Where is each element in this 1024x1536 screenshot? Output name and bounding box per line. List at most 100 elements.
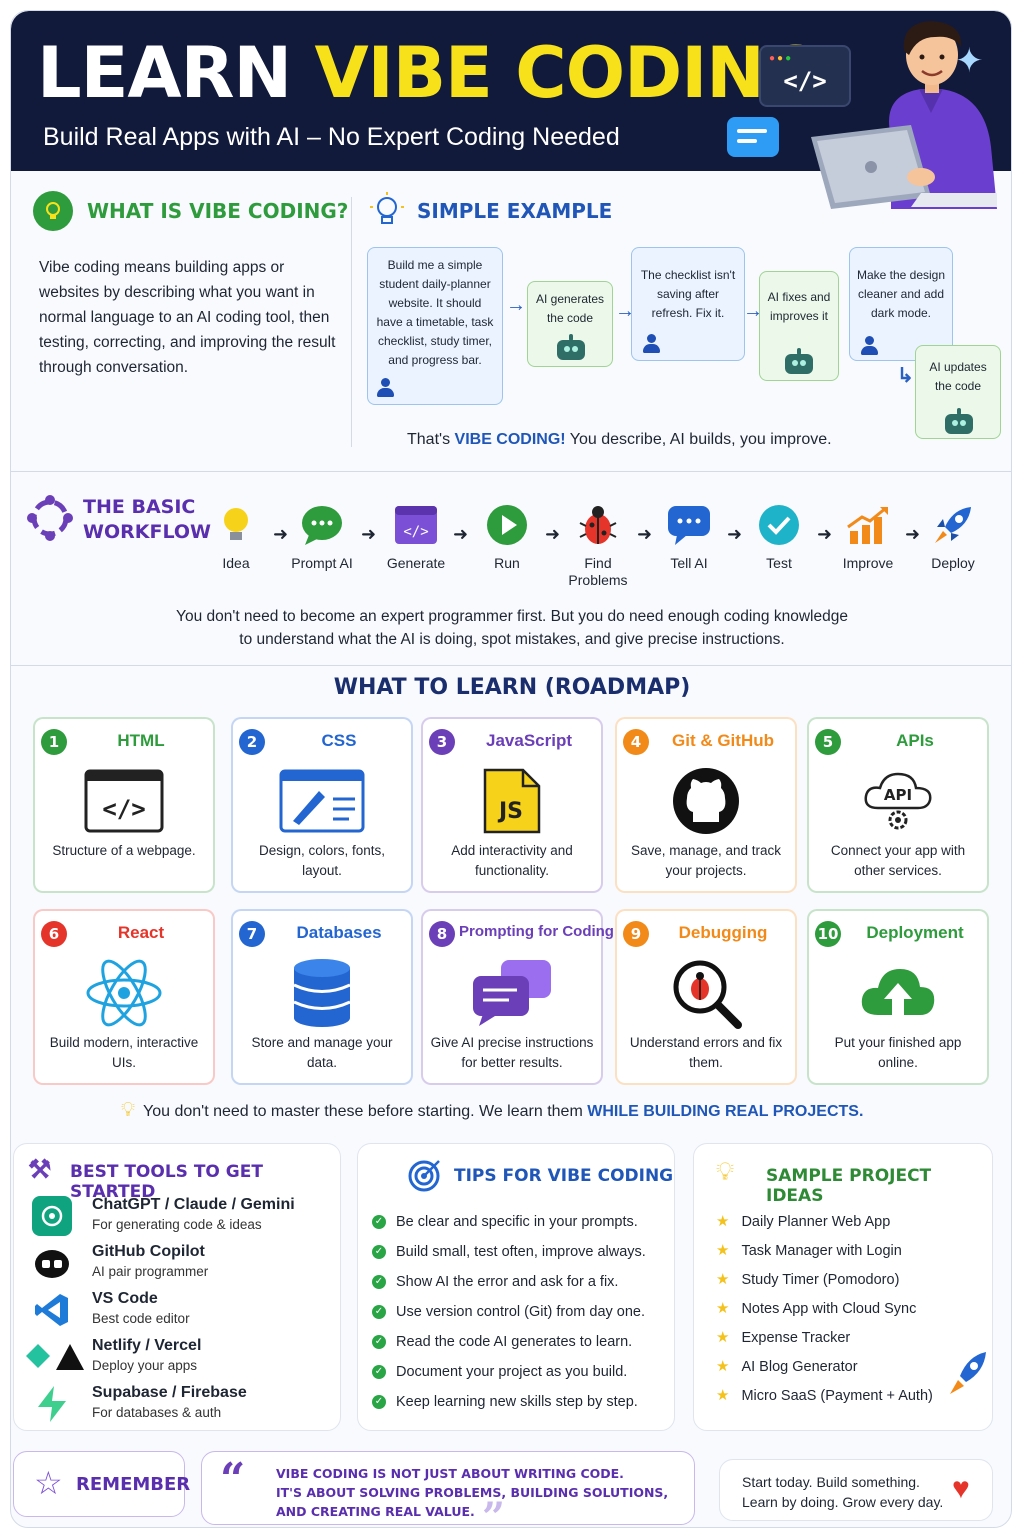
tip-text: Be clear and specific in your prompts. [396,1214,638,1230]
message-icon [667,503,711,547]
cloud-upload-icon [861,969,935,1017]
simple-example-heading: SIMPLE EXAMPLE [417,199,613,223]
roadmap-number-badge: 1 [41,729,67,755]
tool-item: VS Code Best code editor [14,1288,314,1332]
roadmap-number-badge: 4 [623,729,649,755]
chat-bubble-icon [727,117,779,157]
example-step-user-1: Build me a simple student daily-planner … [367,247,503,405]
section-divider [11,665,1011,666]
close-quote-icon: ” [482,1494,506,1528]
example-step-ai-3: AI updates the code [915,345,1001,439]
roadmap-card-icon [617,957,795,1029]
star-icon: ★ [716,1387,730,1404]
svg-text:</>: </> [403,524,428,540]
example-step-ai-1: AI generates the code [527,281,613,367]
example-step-text: AI generates the code [535,292,605,325]
tools-heading: BEST TOOLS TO GET STARTED [70,1162,263,1202]
arrow-icon: ➜ [453,524,469,544]
play-icon [485,503,529,547]
html-code-icon: </> [84,769,164,833]
code-tag: </> [783,67,827,95]
roadmap-number-badge: 3 [429,729,455,755]
workflow-step-deploy: Deploy [911,503,995,572]
svg-text:API: API [884,786,912,804]
arrow-icon: ➜ [361,524,377,544]
robot-icon [943,408,975,434]
flow-arrow-icon: → [506,294,526,316]
arrow-icon: ➜ [273,524,289,544]
roadmap-number-badge: 10 [815,921,841,947]
rocket-icon [950,1352,986,1394]
roadmap-card-description: Understand errors and fix them. [629,1035,783,1070]
roadmap-card-title: Debugging [678,923,768,942]
roadmap-number-badge: 5 [815,729,841,755]
code-window-icon: ●●● </> [759,45,851,107]
copilot-logo-icon [32,1243,72,1283]
tip-item: ✓Read the code AI generates to learn. [372,1334,632,1350]
tip-text: Keep learning new skills step by step. [396,1394,638,1410]
roadmap-card-description: Give AI precise instructions for better … [430,1035,594,1070]
star-icon: ☆ [34,1465,63,1501]
what-is-body: Vibe coding means building apps or websi… [39,259,336,376]
database-icon [293,959,351,1027]
roadmap-card-icon: </> [35,765,213,837]
supabase-logo-icon [32,1384,72,1424]
sparkle-icon: ✦ [955,42,984,80]
tip-text: Show AI the error and ask for a fix. [396,1274,619,1290]
roadmap-number-badge: 2 [239,729,265,755]
check-circle-icon: ✓ [372,1245,386,1260]
closing-box: Start today. Build something. Learn by d… [719,1459,993,1521]
roadmap-number-badge: 7 [239,921,265,947]
remember-label: REMEMBER [76,1474,191,1495]
star-icon: ★ [716,1271,730,1288]
what-is-heading: WHAT IS VIBE CODING? [87,199,349,223]
target-icon [408,1160,440,1192]
chat-icon [300,503,344,547]
tool-item: Netlify / Vercel Deploy your apps [14,1335,314,1379]
workflow-heading: THE BASIC WORKFLOW [83,496,211,543]
example-step-text: AI fixes and improves it [767,290,831,323]
css-design-icon [279,769,365,833]
tip-item: ✓Be clear and specific in your prompts. [372,1214,638,1230]
check-circle-icon: ✓ [372,1365,386,1380]
roadmap-card-icon [233,957,411,1029]
infographic-page: LEARN VIBE CODING Build Real Apps with A… [10,10,1012,1528]
check-circle-icon: ✓ [372,1305,386,1320]
svg-text:JS: JS [497,799,523,824]
api-cloud-icon: API [864,772,932,830]
star-icon: ★ [716,1213,730,1230]
arrow-icon: ➜ [545,524,561,544]
example-step-text: Build me a simple student daily-planner … [376,258,494,367]
bug-icon [576,503,620,547]
flow-arrow-icon: → [615,300,635,322]
star-icon: ★ [716,1329,730,1346]
roadmap-card-icon: JS [423,765,601,837]
roadmap-card-title: React [117,923,165,942]
github-logo-icon [673,768,739,834]
closing-text: Start today. Build something. Learn by d… [742,1474,944,1510]
project-idea-item: ★ Daily Planner Web App [716,1212,890,1230]
project-idea-text: Daily Planner Web App [741,1214,891,1230]
project-idea-item: ★ Expense Tracker [716,1328,850,1346]
workflow-step-find-problems: Find Problems [556,503,640,589]
roadmap-card-description: Build modern, interactive UIs. [49,1035,199,1070]
roadmap-card-icon [617,765,795,837]
robot-icon [555,334,587,360]
project-idea-text: Expense Tracker [741,1330,851,1346]
roadmap-card-description: Put your finished app online. [834,1035,962,1070]
star-icon: ★ [716,1242,730,1259]
project-idea-text: Task Manager with Login [741,1243,902,1259]
project-idea-text: Notes App with Cloud Sync [741,1301,917,1317]
workflow-step-tell-ai: Tell AI [647,503,731,572]
example-step-ai-2: AI fixes and improves it [759,271,839,381]
user-icon [642,334,660,354]
tool-item: GitHub Copilot AI pair programmer [14,1241,314,1285]
tips-heading: TIPS FOR VIBE CODING [454,1166,674,1186]
netlify-vercel-logo-icon [26,1337,84,1377]
